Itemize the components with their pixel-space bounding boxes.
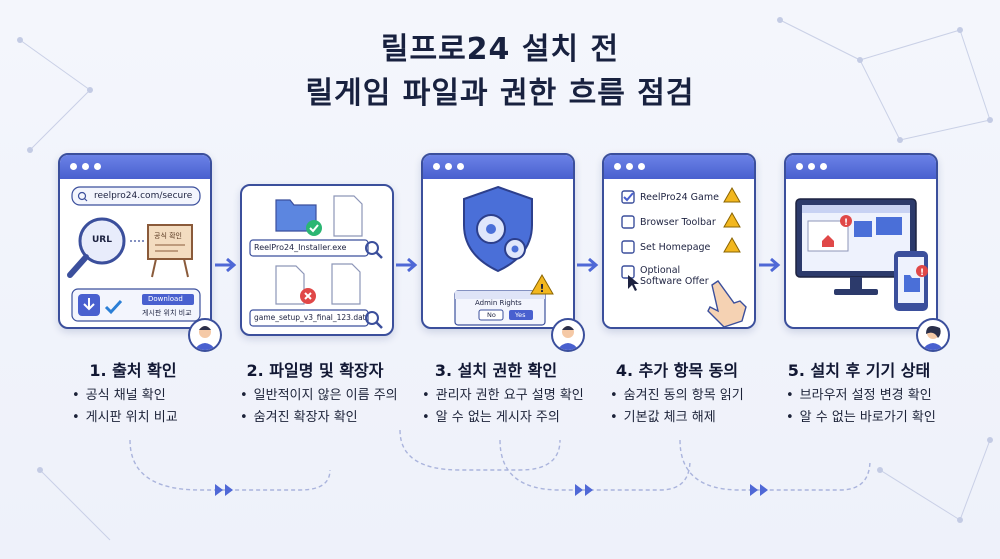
- check-icon: [104, 299, 123, 315]
- window-titlebar: [60, 155, 210, 179]
- file-icon: [275, 265, 305, 305]
- avatar: [916, 318, 950, 352]
- shield-gear-icon: [463, 185, 533, 273]
- window-titlebar: [786, 155, 936, 179]
- warning-icon: !: [530, 274, 554, 295]
- svg-text:!: !: [844, 218, 848, 228]
- file-icon: [331, 263, 361, 305]
- option-optional-software-offer[interactable]: Optional Software Offer: [640, 265, 709, 287]
- page-title: 릴프로24 설치 전 릴게임 파일과 권한 흐름 점검: [0, 28, 1000, 116]
- bullet-item: 알 수 없는 바로가기 확인: [786, 407, 976, 429]
- step-1-bullets: 공식 채널 확인 게시판 위치 비교: [72, 385, 262, 429]
- step-1-card: reelpro24.com/secure URL 공식 확인 Download …: [58, 153, 212, 329]
- warning-icon: [723, 211, 741, 228]
- bullet-item: 관리자 권한 요구 설명 확인: [422, 385, 612, 407]
- checkbox-icon: [621, 215, 635, 229]
- svg-text:!: !: [539, 282, 544, 295]
- option-browser-toolbar[interactable]: Browser Toolbar: [640, 217, 716, 228]
- arrow-right-icon: [396, 257, 418, 273]
- download-button-text: Download: [148, 295, 183, 303]
- title-line-1: 릴프로24 설치 전: [380, 32, 620, 67]
- magnifier-icon: [67, 217, 126, 278]
- option-set-homepage[interactable]: Set Homepage: [640, 242, 711, 253]
- download-icon: [78, 294, 100, 316]
- phone-icon: [894, 251, 928, 311]
- warning-icon: [723, 186, 741, 203]
- board-sign-icon: [147, 224, 193, 278]
- step-3-card: ! Admin Rights No Yes: [421, 153, 575, 329]
- bullet-item: 알 수 없는 게시자 주의: [422, 407, 612, 429]
- step-4-title: 4. 추가 항목 동의: [615, 361, 739, 380]
- step-2-card: ReelPro24_Installer.exe game_setup_v3_fi…: [240, 184, 394, 336]
- window-titlebar: [423, 155, 573, 179]
- step-4-card: ReelPro24 Game Browser Toolbar Set Homep…: [602, 153, 756, 329]
- step-3-title: 3. 설치 권한 확인: [434, 361, 558, 380]
- warning-icon: !: [916, 265, 928, 278]
- warning-icon: !: [840, 215, 852, 228]
- step-5-title: 5. 설치 후 기기 상태: [787, 361, 931, 380]
- x-icon: [300, 288, 316, 304]
- option-reelpro24-game[interactable]: ReelPro24 Game: [640, 192, 719, 203]
- avatar: [188, 318, 222, 352]
- bullet-item: 공식 채널 확인: [72, 385, 262, 407]
- arrow-right-icon: [215, 257, 237, 273]
- bullet-item: 브라우저 설정 변경 확인: [786, 385, 976, 407]
- step-1-title: 1. 출처 확인: [89, 361, 177, 380]
- title-line-2: 릴게임 파일과 권한 흐름 점검: [305, 76, 695, 111]
- dialog-title: Admin Rights: [475, 299, 522, 307]
- folder-icon: [275, 199, 317, 232]
- step-2-bullets: 일반적이지 않은 이름 주의 숨겨진 확장자 확인: [240, 385, 430, 429]
- step-3-bullets: 관리자 권한 요구 설명 확인 알 수 없는 게시자 주의: [422, 385, 612, 429]
- arrow-right-icon: [759, 257, 781, 273]
- board-text: 공식 확인: [154, 232, 182, 240]
- window-titlebar: [604, 155, 754, 179]
- step-5-card: ! !: [784, 153, 938, 329]
- file-icon: [333, 195, 363, 237]
- warning-icon: [723, 236, 741, 253]
- filename-bad: game_setup_v3_final_123.dat: [254, 313, 366, 322]
- dialog-no-button: No: [487, 311, 496, 319]
- magnifier-icon: [365, 311, 383, 329]
- url-bar-text: reelpro24.com/secure: [94, 191, 193, 201]
- monitor-icon: [795, 198, 917, 295]
- avatar: [551, 318, 585, 352]
- bullet-item: 숨겨진 동의 항목 읽기: [610, 385, 800, 407]
- check-icon: [306, 220, 322, 236]
- checkbox-icon: [621, 190, 635, 204]
- filename-good: ReelPro24_Installer.exe: [254, 243, 347, 252]
- board-compare-text: 게시판 위치 비교: [142, 309, 192, 317]
- bullet-item: 게시판 위치 비교: [72, 407, 262, 429]
- bullet-item: 숨겨진 확장자 확인: [240, 407, 430, 429]
- magnifier-icon: [365, 241, 383, 259]
- arrow-right-icon: [577, 257, 599, 273]
- checkbox-icon: [621, 240, 635, 254]
- bullet-item: 기본값 체크 해제: [610, 407, 800, 429]
- svg-text:!: !: [920, 268, 924, 278]
- bullet-item: 일반적이지 않은 이름 주의: [240, 385, 430, 407]
- pointer-hand-icon: [707, 280, 747, 327]
- step-5-bullets: 브라우저 설정 변경 확인 알 수 없는 바로가기 확인: [786, 385, 976, 429]
- dialog-yes-button: Yes: [515, 311, 526, 319]
- step-4-bullets: 숨겨진 동의 항목 읽기 기본값 체크 해제: [610, 385, 800, 429]
- url-label: URL: [92, 235, 112, 245]
- step-2-title: 2. 파일명 및 확장자: [246, 361, 384, 380]
